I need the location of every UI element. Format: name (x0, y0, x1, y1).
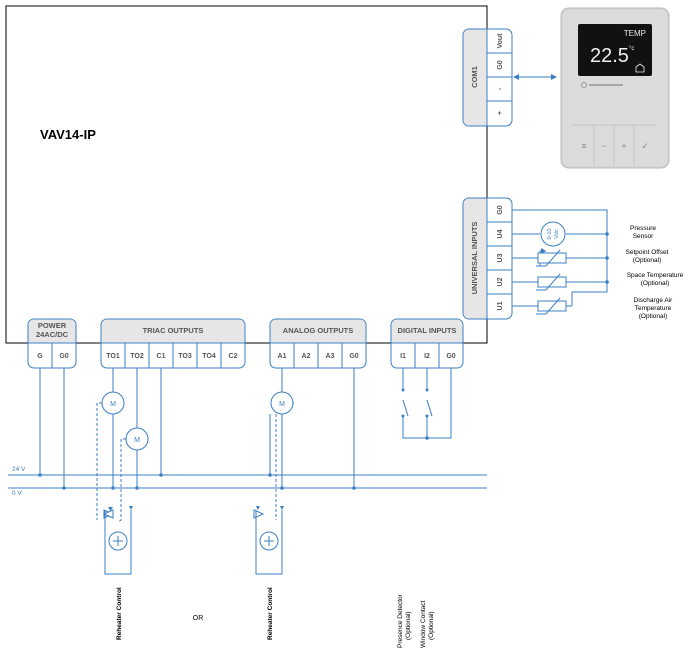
analog-outputs-block: ANALOG OUTPUTS A1 A2 A3 G0 (269, 318, 367, 369)
terminal-to1[interactable]: TO1 (106, 353, 120, 360)
motor-1-label: M (110, 401, 116, 408)
brand-wordmark-icon (589, 84, 623, 86)
analog-title: ANALOG OUTPUTS (283, 326, 353, 335)
terminal-power-g[interactable]: G (37, 353, 43, 360)
discharge-air-thermistor (536, 297, 567, 315)
discharge-label-1: Discharge Air (634, 297, 673, 304)
analog-wiring (268, 368, 356, 520)
motor-3-label: M (279, 401, 285, 408)
space-label-2: (Optional) (641, 280, 670, 287)
terminal-a1[interactable]: A1 (278, 353, 287, 360)
terminal-i2[interactable]: I2 (424, 353, 430, 360)
reheater-valve-1 (102, 506, 133, 575)
terminal-to4[interactable]: TO4 (202, 353, 216, 360)
minus-button[interactable]: − (601, 141, 606, 151)
display-mode-label: TEMP (624, 29, 646, 38)
terminal-vout[interactable]: Vout (497, 33, 504, 49)
motor-2-label: M (134, 437, 140, 444)
brand-logo-icon (581, 82, 587, 88)
terminal-c1[interactable]: C1 (157, 353, 166, 360)
reheater-label-1: Reheater Control (116, 587, 123, 640)
setpoint-potentiometer (537, 252, 567, 264)
controller-box (5, 5, 488, 344)
motor-3: M (270, 391, 294, 415)
sensor-range-line1: 0-10 (547, 228, 553, 239)
presence-label-2: (Optional) (405, 611, 412, 640)
terminal-u4[interactable]: U4 (497, 229, 504, 238)
discharge-label-2: Temperature (635, 305, 672, 312)
discharge-label-3: (Optional) (639, 313, 668, 320)
display-temperature: 22.5 (590, 45, 629, 67)
sensor-labels: Pressure Sensor Setpoint Offset (Optiona… (626, 225, 684, 320)
power-block: POWER 24AC/DC G G0 (27, 318, 77, 369)
thermostat: TEMP 22.5 °c ≡ − + ✓ (560, 7, 670, 169)
pressure-sensor-symbol: 0-10 Vdc (540, 221, 566, 247)
terminal-u1[interactable]: U1 (497, 301, 504, 310)
terminal-analog-g0[interactable]: G0 (349, 353, 358, 360)
terminal-to3[interactable]: TO3 (178, 353, 192, 360)
triac-wiring (96, 368, 163, 523)
rail-24v-label: 24 V (12, 466, 26, 473)
space-label-1: Space Temperature (627, 272, 684, 279)
window-label-2: (Optional) (428, 611, 435, 640)
presence-label-1: Presence Detector (397, 593, 404, 648)
motor-1: M (101, 391, 125, 415)
power-subtitle: 24AC/DC (36, 330, 69, 339)
menu-button[interactable]: ≡ (581, 141, 586, 151)
terminal-c2[interactable]: C2 (229, 353, 238, 360)
terminal-universal-g0[interactable]: G0 (497, 205, 504, 214)
setpoint-thermistor-slash (536, 249, 561, 267)
terminal-com-plus[interactable]: + (497, 111, 504, 115)
digital-title: DIGITAL INPUTS (398, 326, 457, 335)
pressure-label-1: Pressure (630, 225, 656, 232)
terminal-power-g0[interactable]: G0 (59, 353, 68, 360)
home-icon (635, 63, 645, 73)
triac-title: TRIAC OUTPUTS (143, 326, 204, 335)
power-wiring (38, 368, 66, 490)
reheater-valve-2 (253, 506, 284, 575)
plus-button[interactable]: + (621, 141, 626, 151)
display-unit: °c (629, 46, 634, 52)
terminal-i1[interactable]: I1 (400, 353, 406, 360)
universal-title: UNIVERSAL INPUTS (470, 222, 479, 295)
confirm-button[interactable]: ✓ (641, 141, 649, 151)
power-title: POWER (38, 321, 67, 330)
terminal-to2[interactable]: TO2 (130, 353, 144, 360)
terminal-u2[interactable]: U2 (497, 277, 504, 286)
com-link-arrow (513, 74, 557, 80)
motor-2: M (125, 427, 149, 451)
terminal-com-minus[interactable]: - (497, 87, 504, 90)
window-label-1: Window Contact (420, 600, 427, 648)
supply-rails: 24 V 0 V (8, 466, 487, 497)
terminal-digital-g0[interactable]: G0 (446, 353, 455, 360)
pressure-label-2: Sensor (633, 233, 654, 240)
or-label: OR (193, 615, 204, 622)
rail-0v-label: 0 V (12, 490, 22, 497)
terminal-com-g0[interactable]: G0 (497, 60, 504, 69)
com1-title: COM1 (470, 66, 479, 88)
terminal-a2[interactable]: A2 (302, 353, 311, 360)
thermostat-display (578, 24, 652, 76)
space-temperature-thermistor (536, 273, 567, 291)
universal-inputs-block: UNIVERSAL INPUTS G0 U4 U3 U2 U1 (462, 197, 513, 320)
triac-outputs-block: TRIAC OUTPUTS TO1 TO2 C1 TO3 TO4 C2 (100, 318, 246, 369)
bottom-labels: Reheater Control OR Reheater Control Pre… (116, 587, 435, 648)
com1-block: COM1 Vout G0 - + (462, 28, 513, 127)
terminal-a3[interactable]: A3 (326, 353, 335, 360)
digital-wiring (401, 368, 452, 440)
terminal-u3[interactable]: U3 (497, 253, 504, 262)
reheater-label-2: Reheater Control (267, 587, 274, 640)
sensor-range-line2: Vdc (554, 229, 560, 239)
setpoint-label-2: (Optional) (633, 257, 662, 264)
digital-inputs-block: DIGITAL INPUTS I1 I2 G0 (390, 318, 464, 369)
device-title: VAV14-IP (40, 127, 96, 142)
setpoint-label-1: Setpoint Offset (626, 249, 669, 256)
